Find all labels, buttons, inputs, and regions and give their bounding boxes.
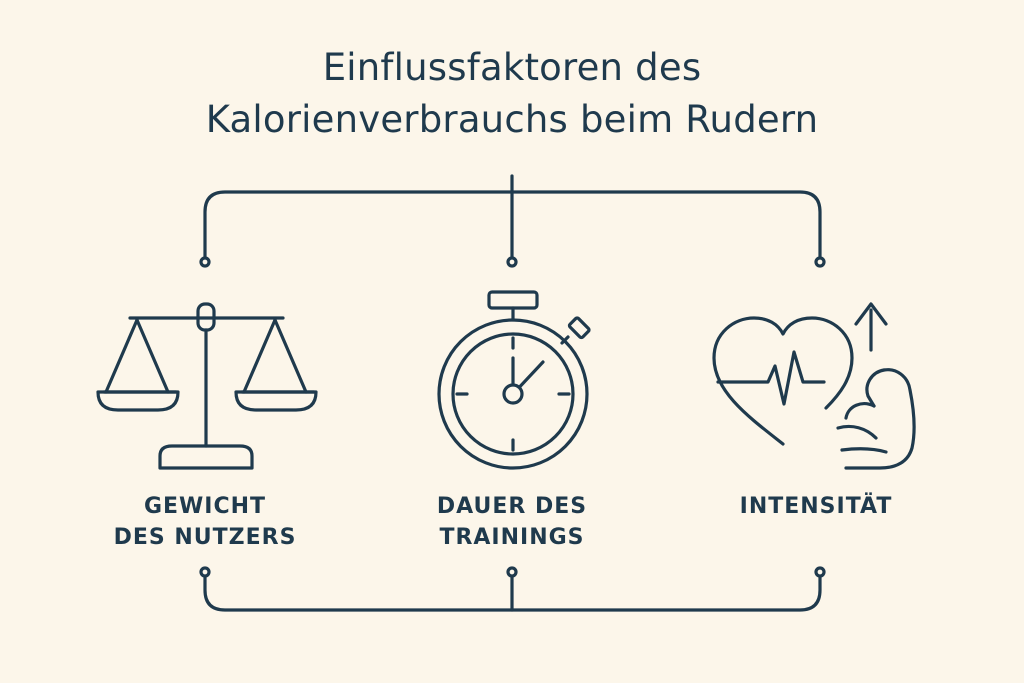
connector-dot — [814, 566, 826, 578]
connector-dot — [506, 256, 518, 268]
connector-dot — [199, 256, 211, 268]
top-connector — [199, 174, 826, 268]
heart-muscle-icon — [712, 302, 916, 470]
factor-label-duration: DAUER DES TRAININGS — [436, 494, 588, 550]
bottom-connector — [199, 566, 826, 612]
connector-dot — [814, 256, 826, 268]
stopwatch-icon — [437, 290, 591, 470]
balance-scale-icon — [96, 302, 318, 470]
factor-label-intensity: INTENSITÄT — [739, 494, 893, 519]
diagram-title: Einflussfaktoren des Kalorienverbrauchs … — [0, 42, 1024, 146]
connector-dot — [199, 566, 211, 578]
factor-label-weight: GEWICHT DES NUTZERS — [113, 494, 297, 550]
connector-dot — [506, 566, 518, 578]
title-line-2: Kalorienverbrauchs beim Rudern — [205, 98, 819, 141]
title-line-1: Einflussfaktoren des — [322, 46, 702, 89]
